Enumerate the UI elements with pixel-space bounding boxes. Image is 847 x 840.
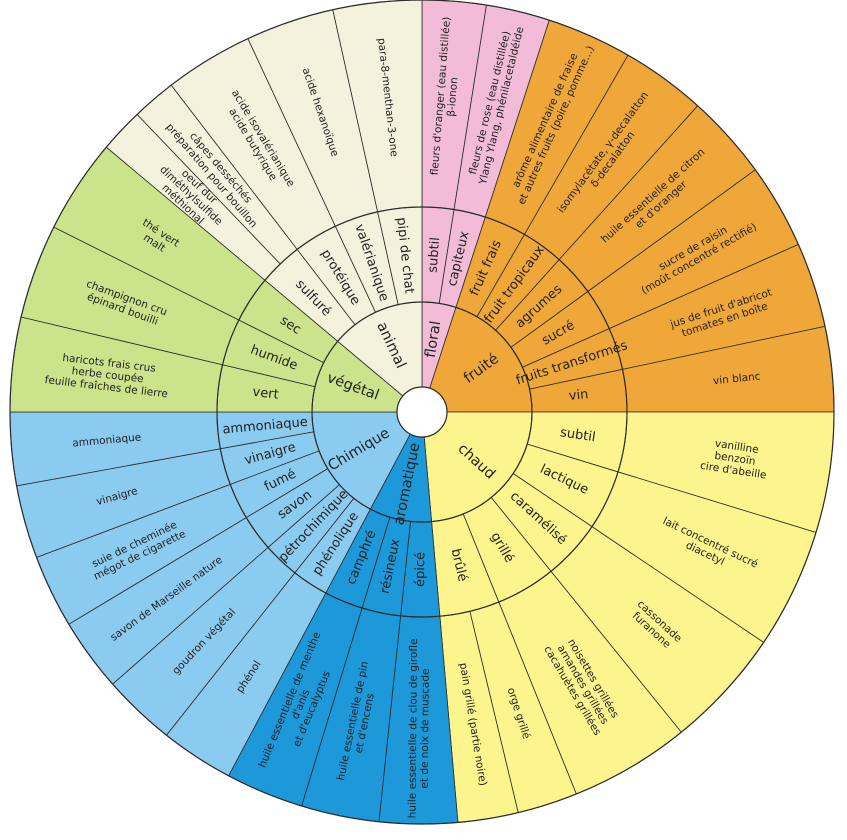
ring-outline-2 xyxy=(216,206,628,618)
descriptor-fruite-vin-text-group: vin blanc xyxy=(712,370,761,387)
ring-outline-3 xyxy=(9,0,835,825)
subcategory-chaud-subtil-label-group: subtil xyxy=(559,425,596,445)
subcategory-aromatique-epice-label-group: épicé xyxy=(413,552,428,587)
subcategory-floral-subtil-label: subtil xyxy=(425,237,443,274)
ring-outline-1 xyxy=(311,301,533,523)
descriptor-aromatique-epice-text: huile essentielle de clou de girofle xyxy=(406,638,420,818)
subcategory-aromatique-epice-label: épicé xyxy=(413,552,428,587)
subcategory-fruite-vin-label-group: vin xyxy=(568,387,589,404)
subcategory-vegetal-vert-label-group: vert xyxy=(252,385,280,403)
descriptor-floral-subtil-text: β-ionon xyxy=(445,77,460,117)
subcategory-chaud-subtil-label: subtil xyxy=(559,425,596,445)
subcategory-floral-subtil-label-group: subtil xyxy=(425,237,443,274)
subcategory-vegetal-vert-label: vert xyxy=(252,385,280,403)
family-floral-label-group: floral xyxy=(423,320,445,359)
wheel-hub xyxy=(396,386,448,438)
descriptor-aromatique-epice-text: et de noix de muscade xyxy=(419,668,432,788)
descriptor-fruite-vin-text: vin blanc xyxy=(712,370,761,387)
family-floral-label: floral xyxy=(423,320,445,359)
wheel-rings xyxy=(9,0,835,825)
subcategory-fruite-vin-label: vin xyxy=(568,387,589,404)
